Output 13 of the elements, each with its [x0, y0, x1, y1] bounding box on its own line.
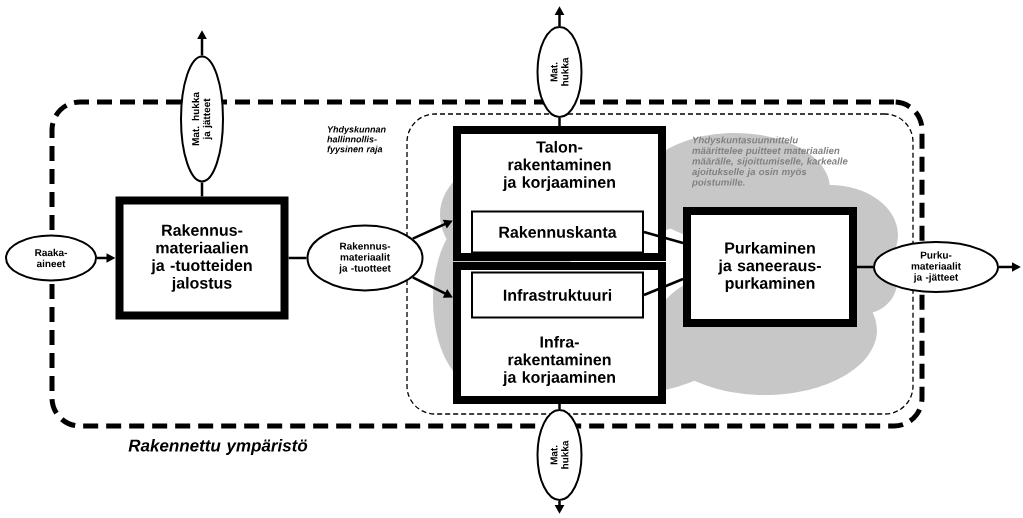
connector-line [558, 404, 561, 409]
node-label: Mat. hukka [550, 440, 569, 469]
connector-line [200, 182, 204, 197]
boundary-label: Rakennettu ympäristö [128, 439, 308, 455]
process-box: Infrastruktuuri [471, 271, 644, 319]
connector-line [558, 118, 561, 126]
process-box: Rakennus- materiaalien ja -tuotteiden jalostus [115, 196, 289, 320]
node-label: Purku- materiaalit ja -jätteet [911, 251, 961, 283]
connector-line [857, 265, 873, 269]
process-box: Rakennuskanta [471, 210, 644, 254]
process-box: Purkaminen ja saneeraus- purkaminen [683, 207, 857, 327]
boundary-label: Yhdyskunnan hallinnollis- fyysinen raja [327, 125, 386, 155]
connector-line [288, 256, 307, 260]
